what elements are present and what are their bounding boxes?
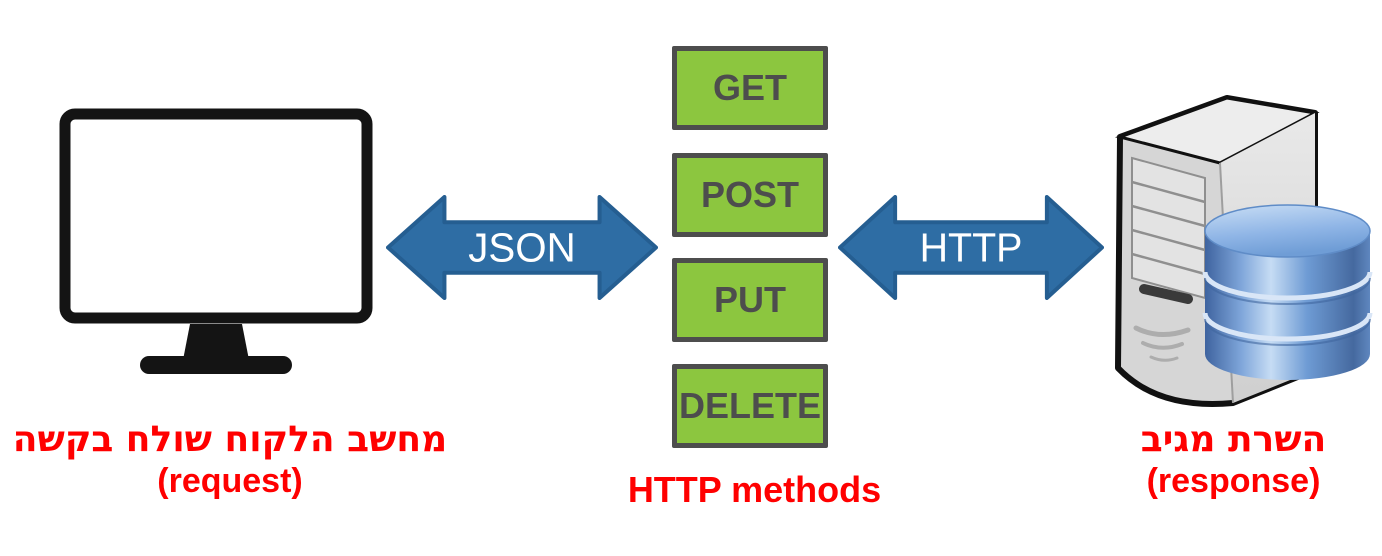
database-top (1204, 204, 1371, 258)
database-band-divider (1202, 312, 1373, 342)
method-box-put: PUT (672, 258, 828, 342)
server-drive-panel (1131, 156, 1206, 300)
method-box-post: POST (672, 153, 828, 237)
database-body (1205, 231, 1370, 380)
server-vent-swoosh (1133, 325, 1191, 337)
database-band-shadow (1204, 318, 1371, 346)
server-vent-swoosh (1141, 341, 1184, 350)
monitor-screen (59, 108, 373, 324)
server-database-icon (1114, 95, 1373, 407)
method-box-get: GET (672, 46, 828, 130)
http-arrow-label: HTTP (920, 226, 1023, 271)
database-cylinder (1202, 204, 1373, 380)
json-arrow-label: JSON (468, 225, 575, 271)
server-caption: השרת מגיב (response) (1085, 419, 1382, 502)
json-arrow-shape (386, 195, 658, 300)
monitor-stand-neck (183, 324, 249, 360)
methods-title: HTTP methods (627, 469, 882, 510)
database-band-divider (1202, 271, 1373, 301)
database-band-shadow (1204, 277, 1371, 305)
server-caption-english: (response) (1146, 462, 1321, 501)
method-box-delete: DELETE (672, 364, 828, 448)
computer-monitor-icon (59, 108, 373, 374)
client-caption-english: (request) (157, 462, 303, 501)
monitor-stand-base (140, 356, 292, 374)
server-disc-slot (1139, 284, 1193, 304)
server-caption-hebrew: השרת מגיב (1140, 419, 1327, 460)
json-arrow: JSON (386, 195, 658, 300)
server-drive-slots (1131, 180, 1206, 276)
client-caption: מחשב הלקוח שולח בקשה (request) (0, 419, 460, 502)
http-arrow: HTTP (838, 195, 1104, 300)
server-vent-swoosh (1149, 355, 1179, 362)
client-caption-hebrew: מחשב הלקוח שולח בקשה (12, 419, 448, 460)
http-arrow-shape (838, 195, 1104, 300)
